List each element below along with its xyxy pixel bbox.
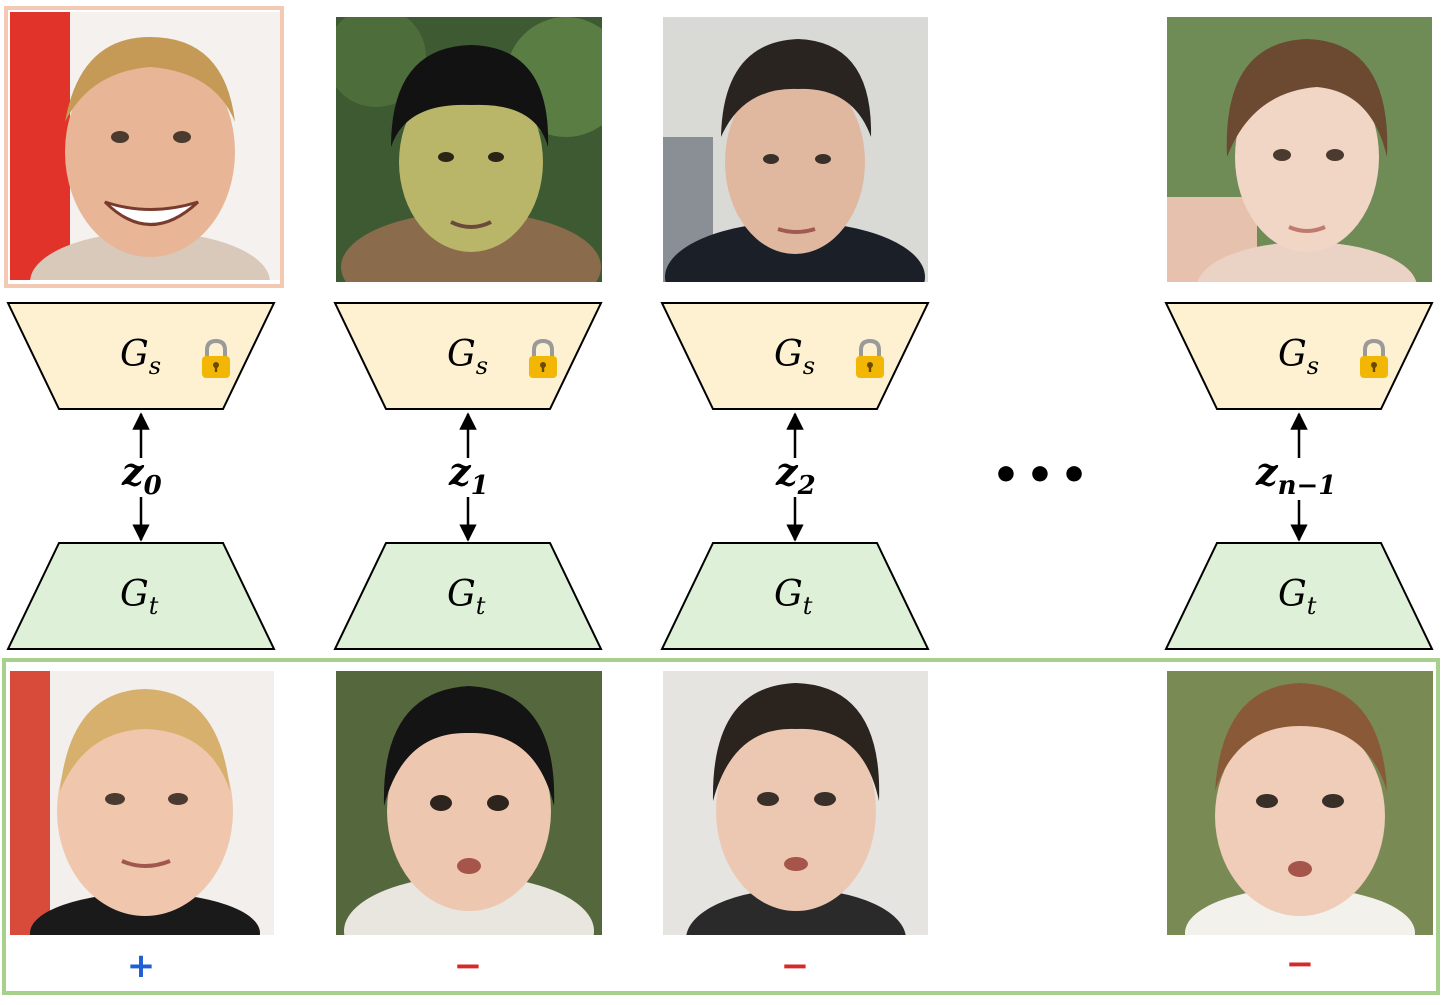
face-illustration	[1167, 671, 1433, 935]
column-1: Gs z1 Gt	[333, 302, 603, 650]
face-illustration	[663, 17, 928, 282]
source-generator-label: Gs	[1278, 334, 1319, 380]
source-photo-0	[10, 12, 280, 280]
column-n-1: Gs zn−1 Gt	[1164, 302, 1434, 650]
source-generator-n-1	[1164, 302, 1434, 410]
face-illustration	[10, 12, 280, 280]
latent-label: z0	[121, 449, 162, 501]
ellipsis: •••	[992, 450, 1094, 501]
source-generator-0	[6, 302, 276, 410]
source-photo-2	[663, 17, 928, 282]
source-generator-label: Gs	[120, 334, 161, 380]
face-illustration	[1167, 17, 1432, 282]
target-photo-0	[10, 671, 274, 935]
source-generator-label: Gs	[774, 334, 815, 380]
target-photo-1	[336, 671, 602, 935]
source-photo-1	[336, 17, 602, 282]
target-generator-n-1	[1164, 542, 1434, 650]
anchor-highlight-frame	[4, 6, 284, 288]
target-generator-0	[6, 542, 276, 650]
target-group-frame	[2, 658, 1440, 995]
face-illustration	[336, 17, 602, 282]
face-illustration	[336, 671, 602, 935]
face-illustration	[10, 671, 274, 935]
latent-label: z1	[448, 449, 489, 501]
negative-sign: −	[1285, 944, 1315, 984]
target-generator-2	[660, 542, 930, 650]
column-0: Gs z0 Gt	[6, 302, 276, 650]
target-photo-n-1	[1167, 671, 1433, 935]
latent-label: z2	[775, 449, 816, 501]
source-photo-n-1	[1167, 17, 1432, 282]
target-generator-label: Gt	[774, 574, 813, 620]
target-generator-label: Gt	[447, 574, 486, 620]
column-2: Gs z2 Gt	[660, 302, 930, 650]
negative-sign: −	[453, 946, 483, 986]
source-generator-2	[660, 302, 930, 410]
source-generator-label: Gs	[447, 334, 488, 380]
latent-label: zn−1	[1255, 449, 1336, 501]
target-generator-label: Gt	[120, 574, 159, 620]
target-photo-2	[663, 671, 928, 935]
positive-sign: +	[126, 946, 156, 986]
target-generator-1	[333, 542, 603, 650]
negative-sign: −	[780, 946, 810, 986]
target-generator-label: Gt	[1278, 574, 1317, 620]
source-generator-1	[333, 302, 603, 410]
face-illustration	[663, 671, 928, 935]
